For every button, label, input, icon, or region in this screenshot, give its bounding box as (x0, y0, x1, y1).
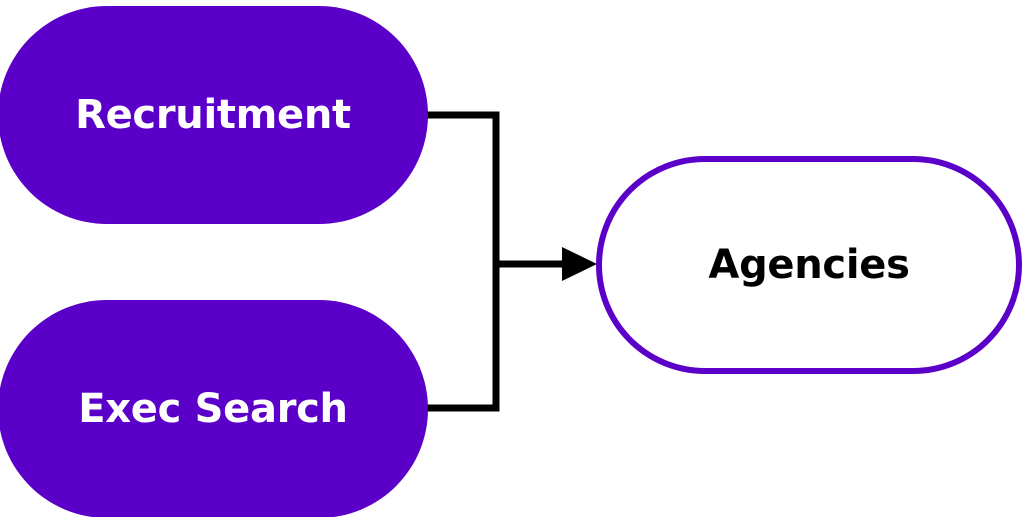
node-exec-search: Exec Search (0, 300, 428, 517)
node-agencies: Agencies (596, 156, 1022, 374)
node-recruitment: Recruitment (0, 6, 428, 224)
node-label: Recruitment (75, 92, 351, 138)
node-label: Exec Search (78, 386, 348, 432)
merge-bracket-line (427, 111, 500, 412)
arrow-head-icon (562, 247, 597, 281)
node-label: Agencies (708, 242, 910, 288)
